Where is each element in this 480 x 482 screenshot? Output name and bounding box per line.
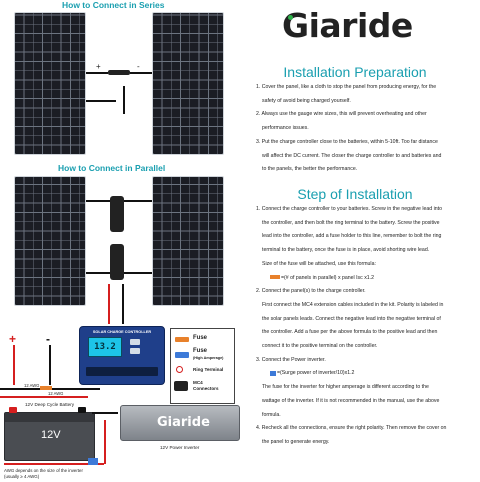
step-line: the controller, and then bolt the ring t…	[262, 219, 440, 226]
legend-fuse: Fuse	[193, 335, 208, 341]
high-amperage-fuse-icon	[270, 370, 276, 376]
battery-label: 12V Deep Cycle Battery	[25, 402, 75, 407]
positive-cable	[13, 345, 15, 385]
prep-line: to the panels, the better the performanc…	[262, 166, 358, 173]
negative-cable	[49, 345, 51, 385]
prep-line: 1. Cover the panel, like a cloth to stop…	[256, 84, 437, 90]
legend-ring: Ring Terminal	[193, 367, 224, 372]
step-line: connect it to the positive terminal on t…	[262, 343, 378, 350]
cable	[86, 72, 108, 74]
steps-title: Step of Installation	[297, 186, 413, 202]
inverter-label: 12V Power Inverter	[160, 445, 200, 450]
positive-cable	[104, 420, 106, 464]
cable	[130, 72, 152, 74]
awg-note-line2: (usually ≥ 4 AWG)	[4, 474, 40, 479]
ring-terminal-icon	[176, 366, 183, 373]
prep-line: performance issues.	[262, 125, 309, 132]
controller-title: SOLAR CHARGE CONTROLLER	[92, 330, 152, 334]
mc4-connector	[108, 70, 130, 75]
charge-controller: SOLAR CHARGE CONTROLLER 13.2	[79, 326, 165, 385]
legend-mc4-sub: Connectors	[193, 386, 219, 391]
mc4-branch-connector	[110, 244, 124, 280]
formula-text: =(# of panels in parallel) x panel Isc x…	[281, 274, 374, 281]
high-amperage-fuse-icon	[175, 352, 189, 358]
step-line: the panel to generate energy.	[262, 438, 330, 445]
step-line: the solar panels leads. Connect the nega…	[262, 315, 441, 322]
prep-list: 1. Cover the panel, like a cloth to stop…	[256, 81, 478, 177]
wire-gauge-label: 12 AWG	[48, 391, 64, 396]
parallel-title: How to Connect in Parallel	[58, 163, 166, 173]
plus-sign: +	[96, 62, 101, 71]
usb-port	[130, 339, 140, 345]
positive-cable	[0, 396, 88, 398]
positive-terminal	[9, 407, 17, 413]
legend-fuse-high: Fuse	[193, 348, 208, 354]
formula-row: =(# of panels in parallel) x panel Isc x…	[256, 272, 478, 286]
prep-line: 2. Always use the gauge wire sizes, this…	[256, 111, 427, 118]
solar-panel	[152, 12, 224, 155]
step-line: Size of the fuse will be attached, use t…	[262, 260, 376, 267]
minus-sign: -	[137, 62, 140, 71]
controller-display: 13.2	[88, 337, 122, 357]
usb-port	[130, 348, 140, 354]
negative-sign: -	[46, 332, 50, 346]
brand-logo: Giaride	[282, 6, 413, 48]
steps-list: 1. Connect the charge controller to your…	[256, 203, 478, 450]
step-line: 4. Recheck all the connections, ensure t…	[256, 425, 447, 432]
brand-name: Giaride	[282, 6, 413, 45]
step-line: terminal to the battery, once the fuse i…	[262, 247, 430, 254]
solar-panel	[14, 176, 86, 306]
step-line: 1. Connect the charge controller to your…	[256, 206, 442, 212]
legend-mc4: MC4	[193, 380, 203, 385]
legend-fuse-high-sub: (High Amperage)	[193, 356, 224, 360]
positive-cable	[108, 284, 110, 324]
terminal-block	[86, 367, 158, 376]
formula-text: =(Surge power of inverter/10)x1.2	[277, 370, 355, 377]
battery-top	[5, 413, 94, 422]
inverter-brand: Giaride	[157, 415, 210, 430]
mc4-connector-icon	[174, 381, 188, 391]
solar-panel	[152, 176, 224, 306]
step-line: the controller. Add a fuse per the above…	[262, 329, 438, 336]
wire-gauge-label: 12 AWG	[24, 383, 40, 388]
series-title: How to Connect in Series	[62, 0, 165, 10]
battery: 12V	[4, 412, 95, 461]
negative-cable	[92, 412, 118, 414]
legend: Fuse Fuse (High Amperage) Ring Terminal …	[170, 328, 235, 404]
fuse-icon	[40, 386, 52, 390]
solar-panel	[14, 12, 86, 155]
step-line: 2. Connect the panel(s) to the charge co…	[256, 288, 366, 295]
positive-sign: +	[9, 332, 17, 346]
battery-volts: 12V	[41, 429, 61, 441]
fuse-icon	[175, 337, 189, 342]
high-amperage-fuse-icon	[88, 458, 98, 465]
mc4-branch-connector	[110, 196, 124, 232]
power-inverter: Giaride	[120, 405, 240, 441]
prep-line: 3. Put the charge controller close to th…	[256, 138, 438, 145]
cable	[86, 100, 116, 102]
step-line: 3. Connect the Power inverter.	[256, 356, 326, 363]
formula-row: =(Surge power of inverter/10)x1.2	[256, 367, 478, 381]
negative-cable	[122, 284, 124, 324]
step-line: wattage of the inverter. If it is not re…	[262, 397, 440, 404]
fuse-icon	[270, 275, 280, 280]
step-line: formula.	[262, 411, 281, 418]
logo-dot	[288, 15, 293, 20]
prep-line: will affect the DC current. The closer t…	[262, 152, 442, 159]
negative-terminal	[78, 407, 86, 413]
prep-line: safety of avoid being charged yourself.	[262, 97, 351, 104]
awg-note-line1: AWG depends on the size of the inverter	[4, 468, 83, 473]
step-line: lead into the controller, add a fuse hol…	[262, 233, 442, 240]
cable	[123, 86, 125, 114]
step-line: First connect the MC4 extension cables i…	[262, 301, 444, 308]
step-line: The fuse for the inverter for higher amp…	[262, 384, 429, 391]
positive-cable	[4, 463, 104, 465]
install-prep-title: Installation Preparation	[283, 64, 427, 80]
